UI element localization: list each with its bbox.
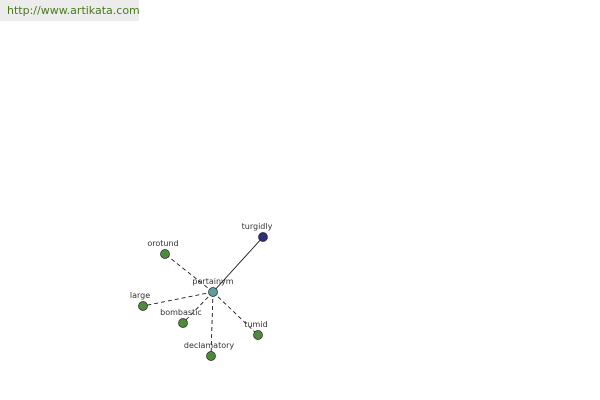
- node-turgidly[interactable]: turgidly: [242, 222, 273, 242]
- nodes-layer: pertainym turgidly orotund large bombastic tu…: [130, 222, 273, 361]
- edge-pertainym-declamatory: [210, 291, 214, 357]
- node-orotund[interactable]: orotund: [147, 239, 179, 259]
- node-circle-orotund[interactable]: [160, 249, 170, 259]
- node-tumid[interactable]: tumid: [244, 320, 268, 340]
- node-circle-turgidly[interactable]: [258, 232, 268, 242]
- node-label-orotund: orotund: [147, 239, 178, 248]
- edge-pertainym-bombastic: [182, 291, 214, 324]
- node-circle-declamatory[interactable]: [206, 351, 216, 361]
- node-declamatory[interactable]: declamatory: [184, 341, 235, 361]
- edges-layer: [142, 236, 264, 357]
- node-label-pertainym: pertainym: [192, 277, 233, 286]
- node-label-large: large: [130, 291, 150, 300]
- node-pertainym[interactable]: pertainym: [192, 277, 234, 297]
- node-bombastic[interactable]: bombastic: [160, 308, 202, 328]
- url-link[interactable]: http://www.artikata.com: [7, 4, 140, 17]
- node-circle-bombastic[interactable]: [178, 318, 188, 328]
- edge-pertainym-large: [142, 291, 214, 307]
- node-circle-large[interactable]: [138, 301, 148, 311]
- edge-pertainym-turgidly: [212, 236, 264, 293]
- url-bar: http://www.artikata.com: [0, 0, 140, 21]
- node-circle-pertainym[interactable]: [208, 287, 218, 297]
- node-label-bombastic: bombastic: [160, 308, 202, 317]
- edge-pertainym-orotund: [164, 253, 214, 293]
- edge-pertainym-tumid: [212, 291, 259, 336]
- node-large[interactable]: large: [130, 291, 150, 311]
- node-label-tumid: tumid: [244, 320, 267, 329]
- node-label-turgidly: turgidly: [242, 222, 273, 231]
- node-circle-tumid[interactable]: [253, 330, 263, 340]
- node-label-declamatory: declamatory: [184, 341, 235, 350]
